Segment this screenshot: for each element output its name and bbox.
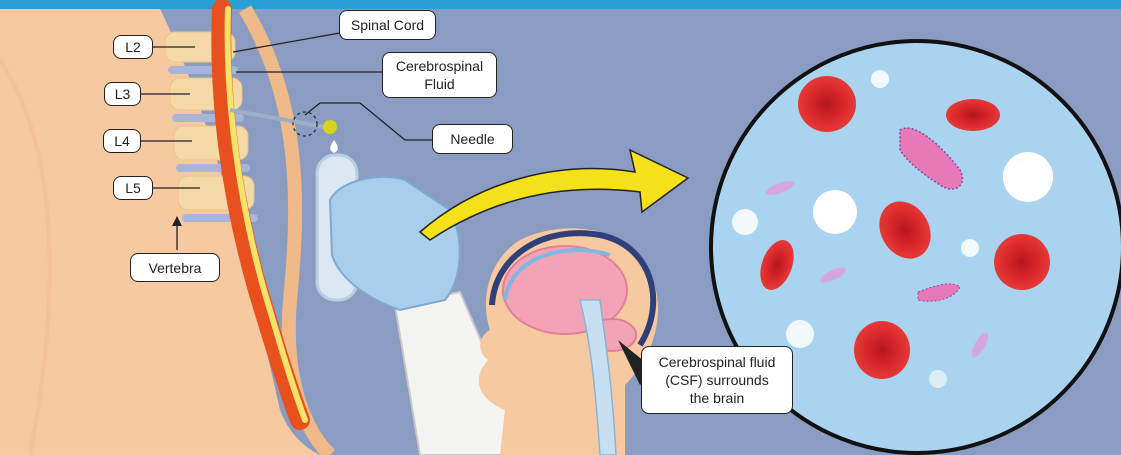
label-spinal-cord: Spinal Cord: [339, 10, 436, 40]
arrow-to-magnification: [420, 150, 688, 240]
red-blood-cell: [854, 321, 910, 379]
label-l2: L2: [113, 35, 153, 59]
needle-shaft: [230, 110, 325, 127]
white-blood-cell: [871, 70, 889, 88]
white-blood-cell: [929, 370, 947, 388]
label-vertebra: Vertebra: [130, 253, 220, 282]
red-blood-cell: [798, 76, 856, 132]
label-l5: L5: [113, 176, 153, 200]
csf-drop: [330, 140, 338, 153]
white-blood-cell: [786, 320, 814, 348]
label-cerebrospinal-fluid: Cerebrospinal Fluid: [382, 52, 497, 98]
needle-hub: [323, 120, 337, 134]
label-needle: Needle: [432, 124, 513, 154]
red-blood-cell: [946, 99, 1000, 131]
leader-needle: [305, 103, 432, 140]
label-csf-surrounds-brain: Cerebrospinal fluid (CSF) surrounds the …: [641, 346, 793, 414]
head: [479, 228, 658, 455]
white-blood-cell: [961, 239, 979, 257]
header-bar: [0, 0, 1121, 9]
label-l3: L3: [104, 82, 141, 106]
label-l4: L4: [103, 129, 141, 153]
white-blood-cell: [1003, 152, 1053, 202]
red-blood-cell: [994, 234, 1050, 290]
white-blood-cell: [813, 190, 857, 234]
white-blood-cell: [732, 209, 758, 235]
leader-spinal-cord: [233, 33, 340, 52]
